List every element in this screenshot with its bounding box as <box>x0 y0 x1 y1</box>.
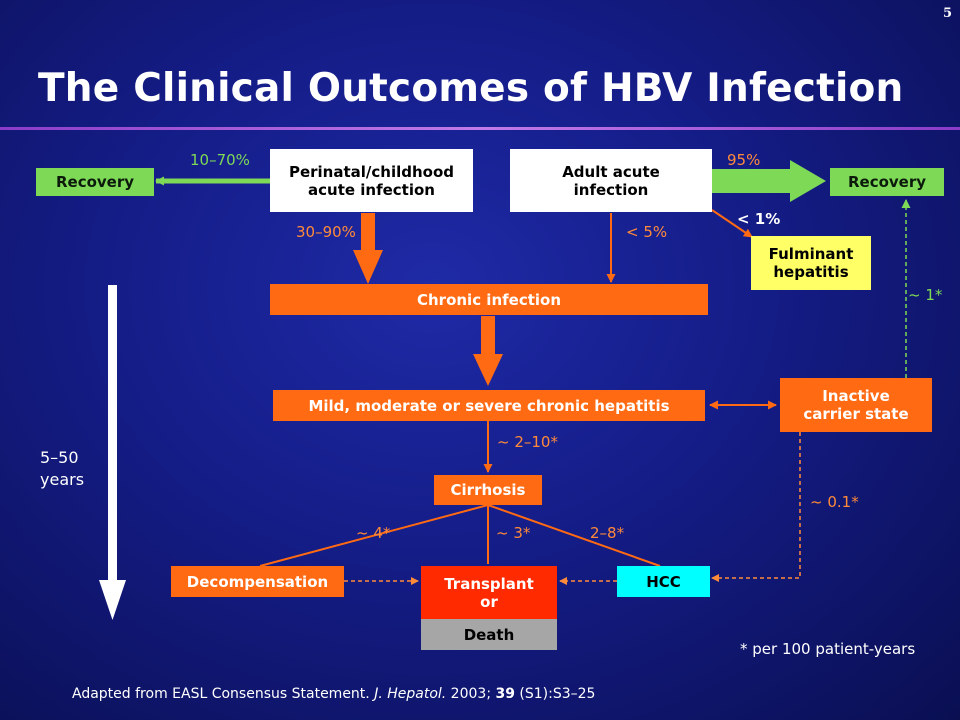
chronic-infection-box: Chronic infection <box>270 284 708 315</box>
label-perinatal-recovery: 10–70% <box>190 151 250 169</box>
arrow-perinatal-chronic <box>353 213 383 284</box>
cirrhosis-box: Cirrhosis <box>434 475 542 505</box>
chronic-hepatitis-box: Mild, moderate or severe chronic hepatit… <box>273 390 705 421</box>
transplant-box: Transplant or <box>421 566 557 619</box>
footnote: * per 100 patient-years <box>740 640 916 658</box>
source-citation: Adapted from EASL Consensus Statement. J… <box>72 686 595 702</box>
citation-volume: 39 <box>495 686 515 702</box>
title-divider <box>0 127 960 130</box>
perinatal-infection-box: Perinatal/childhood acute infection <box>270 149 473 212</box>
label-adult-fulminant: < 1% <box>737 210 781 228</box>
label-cirrhosis-transplant: ~ 3* <box>496 524 531 542</box>
arrow-adult-recovery <box>712 160 826 202</box>
fulminant-hepatitis-box: Fulminant hepatitis <box>751 236 871 290</box>
label-carrier-hcc: ~ 0.1* <box>810 493 859 511</box>
death-box: Death <box>421 619 557 650</box>
adult-infection-box: Adult acute infection <box>510 149 712 212</box>
arrow-cirrhosis-decomp <box>259 504 489 567</box>
decompensation-box: Decompensation <box>171 566 344 597</box>
recovery-left-box: Recovery <box>36 168 154 196</box>
arrow-cirrhosis-hcc <box>487 504 661 567</box>
label-adult-chronic: < 5% <box>626 223 668 241</box>
timeline-arrow-shaft <box>108 285 117 583</box>
hcc-box: HCC <box>617 566 710 597</box>
label-carrier-recovery: ~ 1* <box>908 286 943 304</box>
recovery-right-box: Recovery <box>830 168 944 196</box>
label-adult-recovery: 95% <box>727 151 761 169</box>
label-perinatal-chronic: 30–90% <box>296 223 356 241</box>
timeline-years-label: 5–50 years <box>40 448 85 489</box>
label-hepatitis-cirrhosis: ~ 2–10* <box>497 433 558 451</box>
arrow-chronic-hepatitis <box>473 316 503 386</box>
page-number: 5 <box>942 6 952 21</box>
arrow-adult-fulminant <box>711 209 753 238</box>
citation-pages: (S1):S3–25 <box>514 686 596 702</box>
label-cirrhosis-decomp: ~ 4* <box>356 524 391 542</box>
label-cirrhosis-hcc: 2–8* <box>590 524 625 542</box>
citation-journal: J. Hepatol. <box>374 686 447 702</box>
citation-prefix: Adapted from EASL Consensus Statement. <box>72 686 375 702</box>
slide-title: The Clinical Outcomes of HBV Infection <box>38 66 904 111</box>
arrow-carrier-hcc <box>711 432 801 582</box>
timeline-arrow-head <box>99 580 126 620</box>
inactive-carrier-box: Inactive carrier state <box>780 378 932 432</box>
citation-year: 2003; <box>446 686 496 702</box>
